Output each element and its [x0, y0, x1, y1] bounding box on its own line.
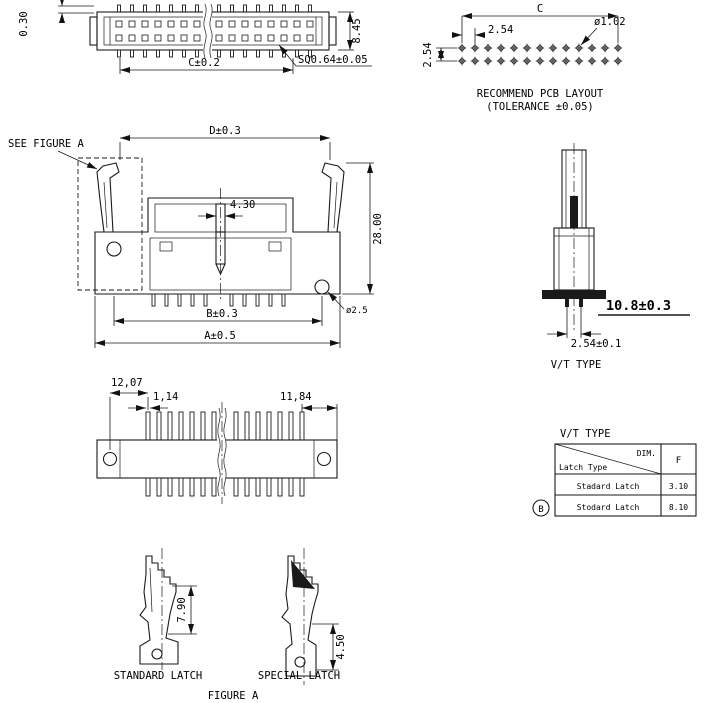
table-header-f: F	[676, 456, 681, 466]
table-row-latch: Stodard Latch	[577, 503, 640, 512]
dim-special-latch: 4.50	[335, 634, 347, 659]
dim-row-pitch: 2.54	[422, 42, 434, 67]
dim-right-offset: 11,84	[280, 391, 312, 403]
dim-a: A±0.5	[204, 330, 236, 342]
front-view: SEE FIGURE A D±0.3 4.30 28.00 B±0.3 A±0.…	[8, 125, 384, 348]
dim-pin-offset: 0.30	[18, 11, 30, 36]
dim-mount-hole: ø2.5	[346, 306, 368, 316]
table-header-dim: DIM.	[637, 449, 656, 458]
table-header-latch-type: Latch Type	[559, 463, 607, 472]
top-view: 0.30 8.45 C±0.2 SQ0.64±0.05	[18, 0, 372, 74]
dim-pcb-span: C	[537, 3, 543, 15]
dim-left-offset: 12,07	[111, 377, 143, 389]
dim-vt-height: 10.8±0.3	[606, 298, 671, 314]
table-row-value: 3.10	[669, 482, 688, 491]
pcb-caption-line2: (TOLERANCE ±0.05)	[486, 101, 593, 113]
dim-pin-square: SQ0.64±0.05	[298, 54, 368, 66]
pcb-caption-line1: RECOMMEND PCB LAYOUT	[477, 88, 604, 100]
vt-view-label: V/T TYPE	[551, 359, 602, 371]
latch-table: V/T TYPE DIM. Latch Type F Stadard Latch…	[532, 428, 697, 517]
dim-d: D±0.3	[209, 125, 241, 137]
standard-latch-label: STANDARD LATCH	[114, 670, 203, 682]
figure-a-caption: FIGURE A	[208, 690, 259, 702]
dim-col-pitch: 2.54	[488, 24, 513, 36]
dim-span-c: C±0.2	[188, 57, 220, 69]
pcb-layout-view: C 2.54 2.54 ø1.02 RECOMMEND PCB LAYOUT (…	[422, 3, 626, 113]
revision-balloon: B	[538, 505, 543, 515]
dim-vt-pitch: 2.54±0.1	[571, 338, 622, 350]
dim-key-width: 4.30	[230, 199, 255, 211]
vt-side-view: 10.8±0.3 2.54±0.1 V/T TYPE	[542, 143, 690, 371]
dim-body-height: 8.45	[351, 18, 363, 43]
table-title: V/T TYPE	[560, 428, 611, 440]
side-profile-view: 12,07 1,14 11,84	[96, 377, 338, 504]
figure-a: 7.90 STANDARD LATCH 4.50 SPECIAL LATCH F…	[114, 548, 347, 702]
dim-hole-diameter: ø1.02	[594, 16, 626, 28]
dim-overall-height: 28.00	[372, 213, 384, 245]
table-row-value: 8.10	[669, 503, 688, 512]
see-figure-a-note: SEE FIGURE A	[8, 138, 85, 150]
special-latch-label: SPECIAL LATCH	[258, 670, 340, 682]
dim-pin-thickness: 1,14	[153, 391, 178, 403]
dim-b: B±0.3	[206, 308, 238, 320]
dim-standard-latch: 7.90	[176, 597, 188, 622]
table-row-latch: Stadard Latch	[577, 482, 640, 491]
